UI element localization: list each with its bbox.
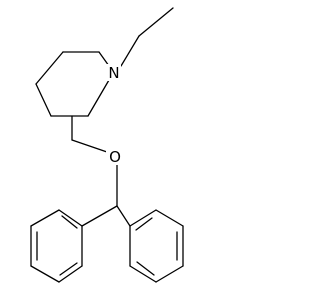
methoxy-linker [71, 115, 118, 207]
left-ring-double-bond [61, 215, 78, 229]
oxygen-atom-label: O [109, 148, 121, 166]
left-ring-bond [30, 209, 60, 227]
nitrogen-label-bg [106, 64, 121, 81]
right-ring-bond [155, 265, 184, 283]
bond-c3-c4 [35, 51, 64, 85]
right-phenyl-ring [129, 209, 184, 283]
left-ring-double-bond [59, 262, 78, 276]
bond-ch-right-phenyl [116, 205, 131, 227]
left-ring-bond [30, 265, 60, 283]
left-phenyl-ring [30, 209, 83, 283]
left-ring-bond [58, 209, 83, 227]
benzhydryl-center [81, 205, 131, 227]
right-ring-bond [129, 265, 157, 283]
molecule-structure: N O [30, 7, 184, 283]
right-ring-double-bond [135, 217, 153, 231]
bond-ch-left-phenyl [81, 205, 118, 227]
bond-c6-n [87, 79, 110, 117]
bond-ch2-o [71, 139, 108, 153]
piperidine-ring [35, 51, 110, 117]
atom-labels: N O [106, 64, 123, 166]
bond-n-ch2 [120, 35, 140, 67]
bond-n-c2 [98, 51, 110, 67]
ethyl-group [120, 7, 174, 67]
right-ring-bond [129, 209, 157, 227]
bond-ch2-ch3 [138, 7, 174, 37]
left-ring-bond [58, 265, 83, 283]
bond-c4-c5 [35, 83, 52, 117]
right-ring-double-bond [136, 261, 155, 276]
oxygen-label-bg [106, 148, 123, 165]
nitrogen-atom-label: N [108, 64, 119, 82]
right-ring-bond [155, 209, 184, 227]
